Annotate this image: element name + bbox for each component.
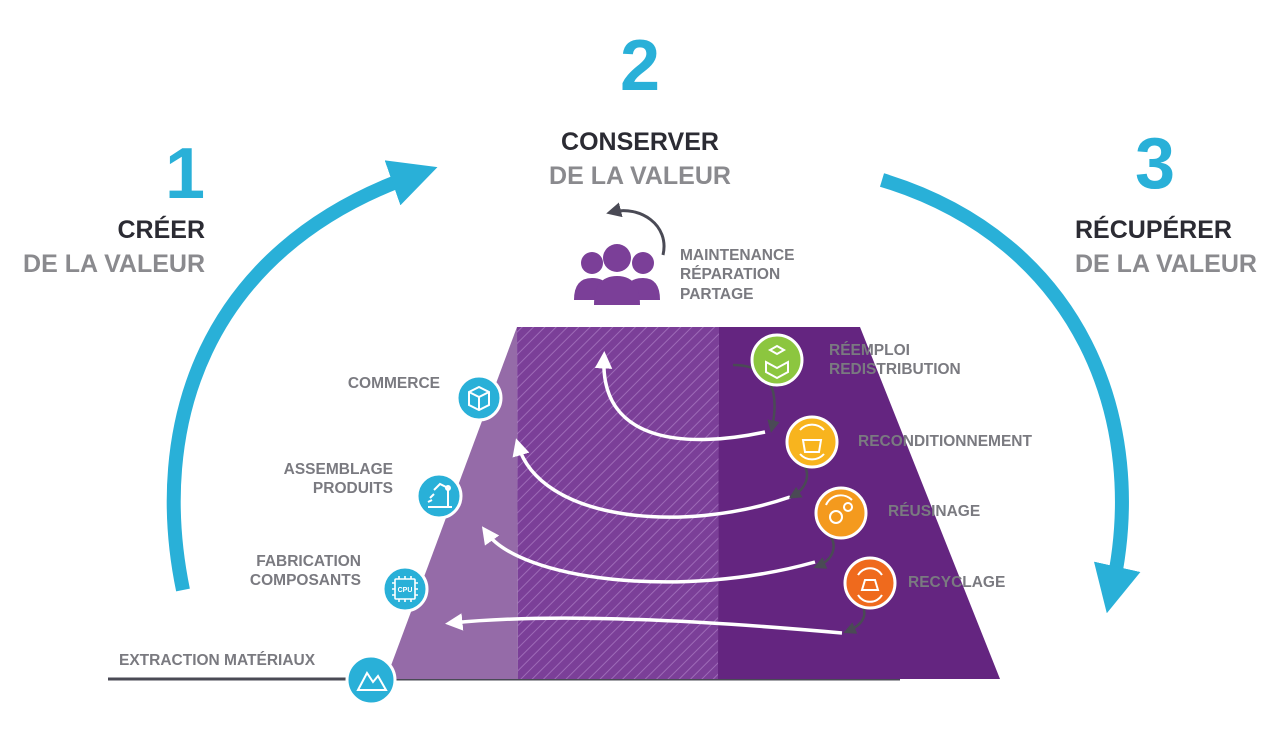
create-value-arrow — [166, 160, 438, 592]
fabrication-icon-badge: CPU — [381, 565, 429, 613]
phase-1-number: 1 — [165, 134, 206, 214]
flow-arrow-reemploi — [594, 351, 766, 442]
extraction-icon-badge — [345, 654, 397, 706]
label-recyclage: RECYCLAGE — [908, 574, 1006, 591]
phase-2-title: CONSERVER — [561, 128, 719, 156]
assembly-icon-badge — [415, 472, 463, 520]
conserve-labels: MAINTENANCE RÉPARATION PARTAGE — [680, 246, 795, 304]
commerce-icon-badge — [455, 374, 503, 422]
phase-3-title: RÉCUPÉRER — [1075, 216, 1232, 244]
reemploi-icon-badge — [750, 333, 804, 387]
robot-arm-icon — [427, 482, 452, 508]
phase-1-title: CRÉER — [117, 216, 205, 244]
label-reparation: RÉPARATION — [680, 266, 781, 284]
recover-value-arrow — [879, 173, 1141, 614]
people-icon — [574, 244, 660, 305]
phase-2-subtitle: DE LA VALEUR — [549, 162, 731, 190]
label-maintenance: MAINTENANCE — [680, 247, 795, 264]
flow-arrow-reusinage — [481, 526, 816, 584]
phase-2-number: 2 — [619, 26, 661, 106]
label-commerce: COMMERCE — [347, 375, 440, 392]
label-reusinage: RÉUSINAGE — [888, 503, 981, 520]
refurbish-box-icon — [799, 423, 825, 461]
phase-3-subtitle: DE LA VALEUR — [1075, 250, 1257, 278]
flow-arrow-recyclage — [445, 613, 843, 635]
gears-icon — [825, 494, 853, 524]
label-reemploi-redistribution: RÉEMPLOI REDISTRIBUTION — [829, 342, 961, 379]
phase-3-number: 3 — [1135, 124, 1176, 204]
label-assemblage-produits: ASSEMBLAGE PRODUITS — [283, 461, 393, 498]
phase-1-subtitle: DE LA VALEUR — [23, 250, 205, 278]
reuse-flow-arrows — [445, 351, 843, 635]
label-fabrication-composants: FABRICATION COMPOSANTS — [249, 553, 361, 590]
open-box-icon — [765, 344, 789, 380]
cpu-chip-icon — [392, 576, 418, 602]
recyclage-icon-badge — [843, 556, 897, 610]
mountain-icon — [356, 671, 388, 691]
cpu-label: CPU — [398, 587, 413, 594]
recycle-icon — [857, 567, 883, 603]
label-reconditionnement: RECONDITIONNEMENT — [858, 433, 1032, 450]
label-partage: PARTAGE — [680, 285, 754, 303]
loop-arrow — [606, 202, 666, 256]
reconditionnement-icon-badge — [785, 415, 839, 469]
box-icon — [468, 385, 490, 412]
reusinage-icon-badge — [814, 486, 868, 540]
label-extraction-materiaux: EXTRACTION MATÉRIAUX — [119, 652, 316, 669]
flow-arrow-reconditionnement — [512, 438, 791, 519]
